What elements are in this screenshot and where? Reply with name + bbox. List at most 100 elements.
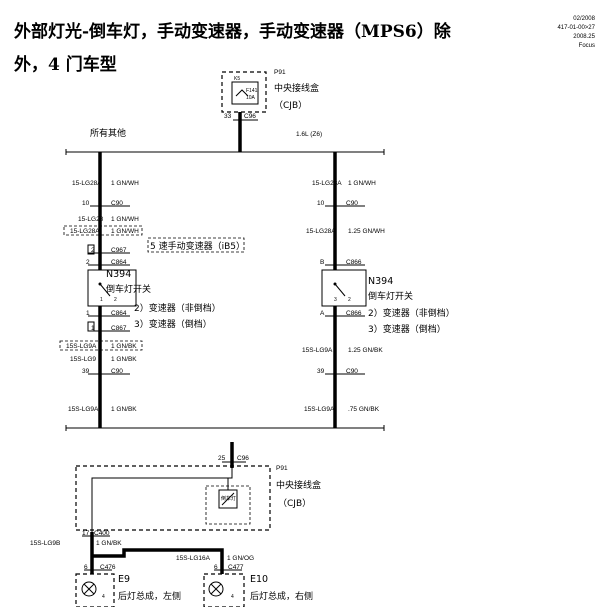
relay-symbol (221, 492, 235, 506)
cjb-top-id: P91 (274, 69, 286, 76)
lamp-w1-spec: 1 GN/BK (96, 540, 122, 547)
wire-to-right-lamp (92, 548, 224, 574)
left-c864: C864 (111, 259, 127, 266)
left-w4-code: 15S-LG9A (66, 343, 97, 350)
left-c967: C967 (111, 247, 127, 254)
right-lamp-name: 后灯总成，右侧 (250, 590, 313, 602)
lamp-w1-code: 15S-LG9B (30, 540, 60, 547)
left-c90b: C90 (111, 368, 123, 375)
left-w3-box (63, 225, 143, 236)
right-switch-pivot (333, 282, 337, 286)
right-c866-pin: B (320, 259, 324, 266)
doc-model: Focus (579, 43, 595, 49)
doc-version: 2008.25 (573, 34, 595, 40)
right-w3-spec: 1.25 GN/BK (348, 347, 383, 354)
left-switch-name: 倒车灯开关 (106, 283, 151, 295)
ib5-note-box (147, 237, 245, 253)
left-w3-code: 15-LG28A (70, 228, 100, 235)
left-w1-spec: 1 GN/WH (111, 180, 139, 187)
right-w4-spec: .75 GN/BK (348, 406, 380, 413)
right-switch-opt2: 3）变速器（倒档） (368, 323, 446, 335)
c476-pin: 6 (84, 564, 88, 571)
right-switch-pin1: 3 (334, 297, 337, 303)
cjb-bottom-abbr: （CJB） (278, 498, 311, 509)
left-switch-pin1: 1 (100, 297, 103, 303)
right-w1-spec: 1 GN/WH (348, 180, 376, 187)
cjb-bottom-pin: 25 (218, 455, 226, 462)
ib5-note: 5 速手动变速器（iB5） (150, 240, 245, 252)
c400-pin: 17 (82, 530, 90, 537)
page-title-line1: 外部灯光-倒车灯，手动变速器，手动变速器（MPS6）除 (14, 21, 452, 42)
right-switch-name: 倒车灯开关 (368, 290, 413, 302)
right-c90b: C90 (346, 368, 358, 375)
left-c864-pin: 2 (86, 259, 90, 266)
left-w4-box (59, 340, 143, 351)
left-lamp-gnd-pin: 4 (102, 594, 105, 600)
bus-label-left: 所有其他 (90, 127, 126, 139)
right-lamp-gnd-pin: 4 (231, 594, 234, 600)
right-switch-id: N394 (368, 276, 393, 287)
left-c967-socket (87, 244, 95, 255)
left-c90b-pin: 39 (82, 368, 90, 375)
right-branch: 15-LG28A 1 GN/WH 10 C90 15-LG28A 1.25 GN… (302, 152, 455, 428)
right-lamp-box (203, 573, 245, 607)
right-c866b-pin: A (320, 310, 325, 317)
relay-label: 倒车灯 (221, 495, 236, 502)
c400: C400 (94, 530, 110, 537)
cjb-top-connector: C96 (244, 113, 256, 120)
cjb-bottom-name: 中央接线盒 (276, 479, 321, 491)
cjb-bottom-internal-path (91, 468, 233, 532)
cjb-bottom: 25 C96 倒车灯 P91 中央接线盒 （CJB） (75, 455, 321, 532)
doc-date: 02/2008 (573, 16, 595, 22)
c476: C476 (100, 564, 116, 571)
right-switch-box (321, 269, 367, 307)
cjb-top: K5 F141 10A P91 中央接线盒 （CJB） 33 C96 (221, 69, 319, 121)
left-w4-spec: 1 GN/BK (111, 343, 137, 350)
fuse-rating: 10A (246, 95, 256, 101)
c477-pin: 6 (214, 564, 218, 571)
left-switch-opt2: 3）变速器（倒档） (134, 318, 212, 330)
left-c90-pin: 10 (82, 200, 90, 207)
fuse-label: F141 (246, 88, 258, 94)
right-w3-code: 15S-LG9A (302, 347, 333, 354)
left-c90: C90 (111, 200, 123, 207)
left-w2-code: 15-LG28 (78, 216, 104, 223)
left-switch-pin2: 2 (114, 297, 117, 303)
fuse-symbol (235, 89, 249, 97)
right-c90-pin: 10 (317, 200, 325, 207)
cjb-bottom-connector: C96 (237, 455, 249, 462)
right-switch-pin2: 2 (348, 297, 351, 303)
cjb-bottom-outline (75, 465, 271, 531)
lamp-w2-spec: 1 GN/OG (227, 555, 254, 562)
left-w5-spec: 1 GN/BK (111, 356, 137, 363)
left-c867-pin: 1 (91, 325, 95, 332)
bus-label-right: 1.6L (Z6) (296, 131, 322, 138)
right-w2-code: 15-LG28A (306, 228, 336, 235)
left-switch-id: N394 (106, 269, 131, 280)
left-lamp-name: 后灯总成，左侧 (118, 590, 181, 602)
left-w2-spec: 1 GN/WH (111, 216, 139, 223)
doc-code: 417-01-00>27 (557, 25, 595, 31)
left-c967-pin: 2 (91, 247, 95, 254)
page-title-line2: 外，4 门车型 (14, 54, 117, 75)
right-w1-code: 15-LG28A (312, 180, 342, 187)
left-c864b-pin: 1 (86, 310, 90, 317)
fuse-small-label: K5 (234, 76, 240, 82)
right-w2-spec: 1.25 GN/WH (348, 228, 385, 235)
left-branch: 15-LG28A 1 GN/WH 10 C90 15-LG28 1 GN/WH … (59, 152, 245, 428)
right-lamp-bulb-icon (208, 581, 224, 597)
left-w1-code: 15-LG28A (72, 180, 102, 187)
left-switch-pivot (98, 282, 102, 286)
right-c866: C866 (346, 259, 362, 266)
left-switch-opt1: 2）变速器（非倒档） (134, 302, 221, 314)
left-c864b: C864 (111, 310, 127, 317)
left-c867: C867 (111, 325, 127, 332)
lamp-w2-code: 15S-LG16A (176, 555, 211, 562)
cjb-top-abbr: （CJB） (274, 100, 307, 111)
left-w6-spec: 1 GN/BK (111, 406, 137, 413)
c477: C477 (228, 564, 244, 571)
right-lamp-id: E10 (250, 574, 268, 585)
left-lamp-cross-b (83, 583, 95, 595)
left-w6-code: 15S-LG9A (68, 406, 99, 413)
